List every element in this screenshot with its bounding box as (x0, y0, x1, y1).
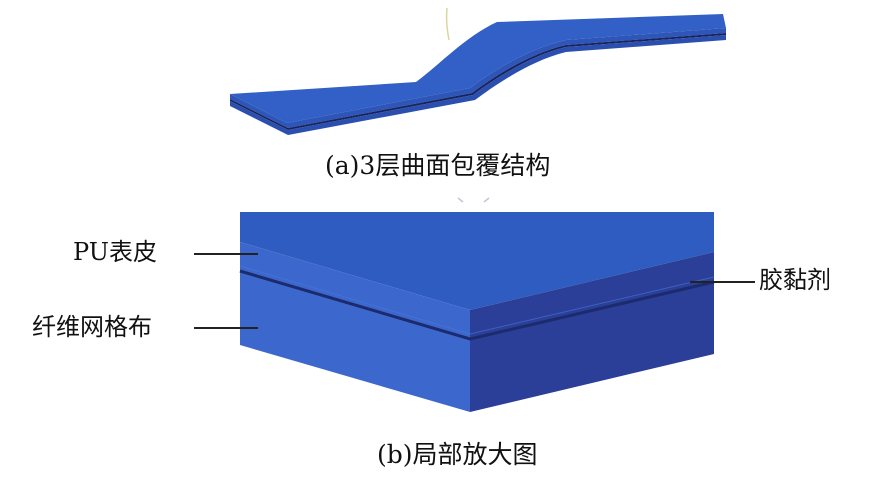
block-top-face (240, 212, 714, 310)
block-skin-edge-line (239, 265, 715, 335)
block-top-mark-right (483, 197, 490, 203)
caption-panel-b: (b)局部放大图 (377, 440, 538, 469)
strip-stem-mark (445, 7, 450, 41)
caption-panel-a: (a)3层曲面包覆结构 (325, 151, 551, 180)
enlarged-block-panel-b (239, 197, 715, 412)
curved-strip-panel-a (230, 7, 726, 135)
label-adhesive: 胶黏剂 (759, 266, 831, 294)
block-left-face (240, 242, 470, 412)
block-right-face (470, 252, 714, 412)
strip-top-surface (230, 14, 726, 123)
block-top-mark-left (457, 197, 464, 203)
label-fiber-mesh: 纤维网格布 (32, 313, 152, 341)
block-adhesive-line (239, 269, 715, 341)
label-pu-skin: PU表皮 (73, 238, 157, 266)
